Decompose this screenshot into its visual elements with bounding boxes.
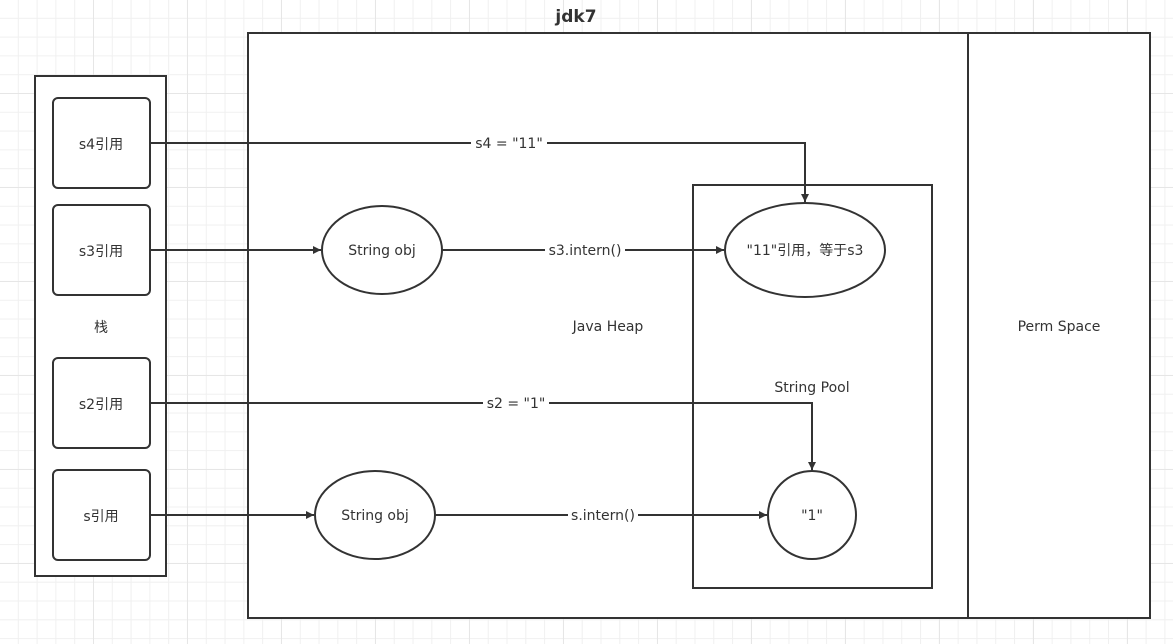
edge-label: s2 = "1": [487, 396, 546, 412]
pool-entry-label: "1": [801, 508, 823, 524]
edge-label-bg: [471, 134, 547, 152]
diagram-title: jdk7: [554, 7, 596, 27]
edge-label-bg: [483, 394, 549, 412]
heap-object-label: String obj: [341, 508, 409, 524]
stack-ref-label: s2引用: [79, 397, 123, 413]
heap-object-top[interactable]: String obj: [321, 205, 443, 295]
edge-label-bg: [568, 506, 638, 524]
stack-ref-label: s3引用: [79, 244, 123, 260]
stack-label: 栈: [94, 320, 108, 336]
edge-heap-object-top-to-pool-11[interactable]: s3.intern(): [442, 241, 724, 259]
stack-ref-s[interactable]: s引用: [52, 469, 151, 561]
stack-ref-label: s引用: [83, 509, 118, 525]
java-heap-label: Java Heap: [572, 319, 644, 335]
stack-ref-label: s4引用: [79, 137, 123, 153]
stack-ref-s2[interactable]: s2引用: [52, 357, 151, 449]
string-pool-label: String Pool: [774, 380, 849, 396]
edge-label: s.intern(): [571, 508, 635, 524]
pool-entry-11[interactable]: "11"引用，等于s3: [724, 202, 886, 298]
edge-s4-to-pool-11[interactable]: s4 = "11": [150, 134, 809, 202]
pool-entry-1[interactable]: "1": [767, 470, 857, 560]
edge-label: s3.intern(): [549, 243, 622, 259]
pool-entry-ellipse[interactable]: [767, 470, 857, 560]
edge-s2-to-pool-1[interactable]: s2 = "1": [150, 394, 816, 470]
edge-label-bg: [545, 241, 625, 259]
perm-space-region[interactable]: [967, 32, 1151, 619]
stack-ref-s4[interactable]: s4引用: [52, 97, 151, 189]
heap-object-bottom[interactable]: String obj: [314, 470, 436, 560]
edge-heap-object-bottom-to-pool-1[interactable]: s.intern(): [435, 506, 767, 524]
edge-line[interactable]: [150, 142, 809, 202]
pool-entry-ellipse[interactable]: [724, 202, 886, 298]
perm-space-label: Perm Space: [1018, 319, 1101, 335]
heap-object-label: String obj: [348, 243, 416, 259]
edge-label: s4 = "11": [475, 136, 543, 152]
pool-entry-label: "11"引用，等于s3: [747, 242, 864, 259]
edge-line[interactable]: [150, 402, 816, 470]
stack-ref-s3[interactable]: s3引用: [52, 204, 151, 296]
